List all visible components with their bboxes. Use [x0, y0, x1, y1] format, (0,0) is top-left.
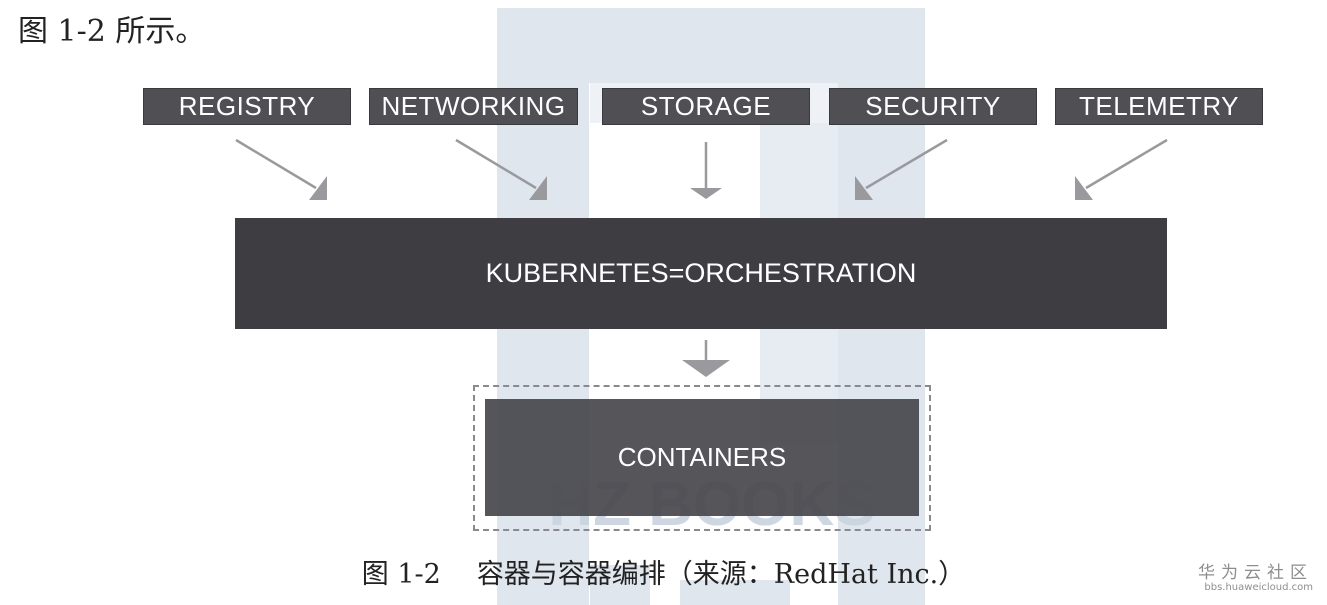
arrow-telemetry [1085, 138, 1168, 190]
arrowhead-registry [309, 176, 327, 200]
arrowhead-networking [529, 176, 547, 200]
component-telemetry: TELEMETRY [1055, 88, 1263, 125]
containers-box: CONTAINERS [485, 399, 919, 516]
arrow-registry [235, 138, 317, 190]
containers-dashed-outline [473, 385, 931, 531]
component-networking: NETWORKING [369, 88, 578, 125]
component-registry: REGISTRY [143, 88, 351, 125]
kubernetes-orchestration-bar: KUBERNETES=ORCHESTRATION [235, 218, 1167, 329]
component-storage: STORAGE [602, 88, 810, 125]
component-security: SECURITY [829, 88, 1037, 125]
arrowhead-telemetry [1075, 176, 1093, 200]
arrow-networking [455, 138, 537, 190]
figure-number: 图 1-2 [361, 559, 441, 590]
arrowhead-to-containers [682, 360, 730, 377]
huaweicloud-logo: 华为云社区 bbs.huaweicloud.com [1198, 564, 1313, 594]
figure-caption-text: 容器与容器编排（来源：RedHat Inc.） [476, 559, 966, 590]
arrow-security [865, 138, 948, 190]
figure-caption: 图 1-2 容器与容器编排（来源：RedHat Inc.） [0, 552, 1327, 591]
logo-url: bbs.huaweicloud.com [1204, 582, 1313, 593]
intro-text-fragment: 图 1-2 所示。 [18, 14, 206, 49]
logo-name: 华为云社区 [1198, 563, 1313, 583]
arrowhead-security [855, 176, 873, 200]
arrowhead-storage [690, 188, 722, 199]
